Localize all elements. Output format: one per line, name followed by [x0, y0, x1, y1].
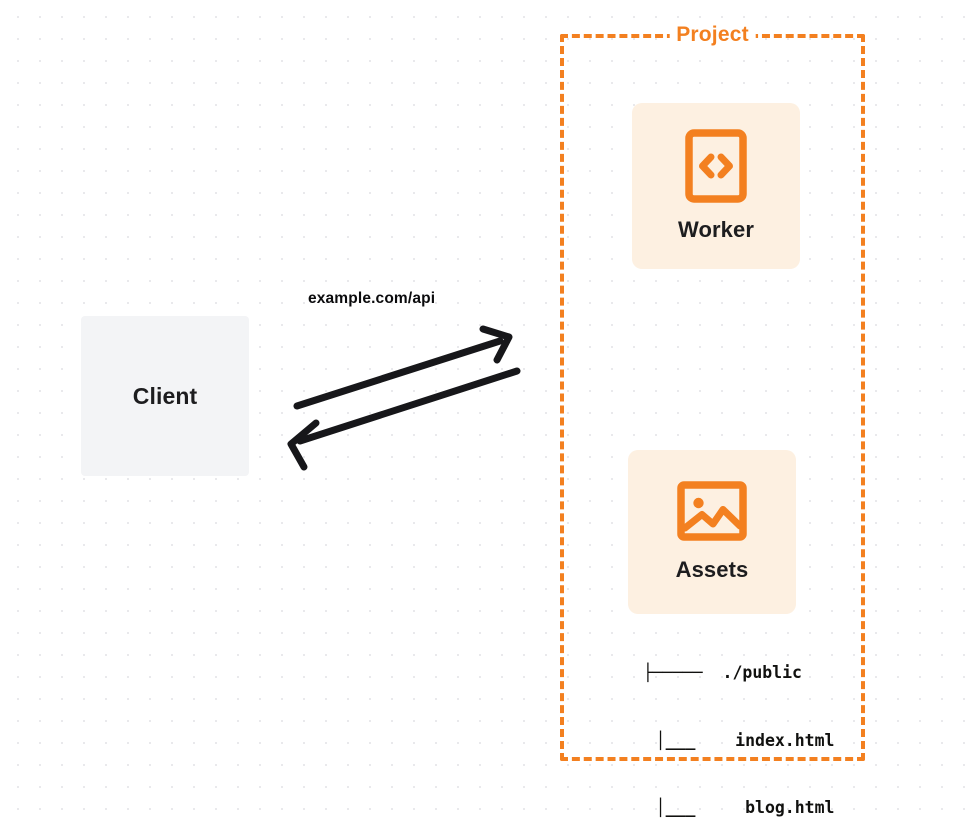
request-arrow	[293, 325, 513, 410]
worker-card[interactable]: Worker	[632, 103, 800, 269]
image-picture-icon	[677, 481, 747, 541]
file-tree-line: │___ index.html	[606, 730, 835, 750]
worker-card-label: Worker	[678, 217, 754, 242]
file-tree-line: ├───── ./public	[643, 663, 802, 682]
project-title: Project	[669, 23, 756, 47]
response-arrow	[287, 367, 521, 471]
file-tree-line: │___ blog.html	[606, 798, 835, 817]
assets-card[interactable]: Assets	[628, 450, 796, 614]
client-node-label: Client	[132, 382, 198, 409]
client-node[interactable]: Client	[81, 316, 249, 476]
assets-card-label: Assets	[675, 557, 749, 582]
assets-file-tree: ├───── ./public │___ index.html │___ blo…	[606, 617, 835, 818]
connection-label: example.com/api	[308, 290, 436, 307]
project-boundary: Project	[560, 23, 865, 761]
code-brackets-icon	[685, 129, 747, 203]
